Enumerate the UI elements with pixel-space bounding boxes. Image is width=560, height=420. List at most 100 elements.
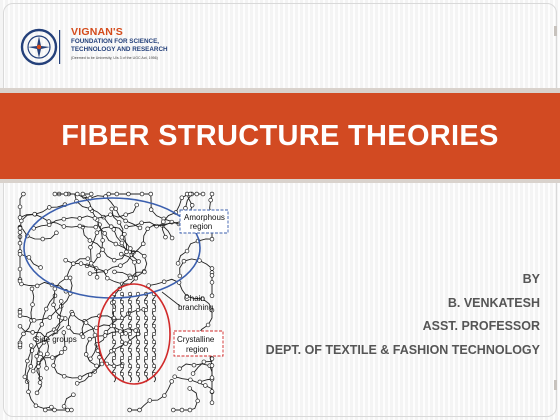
chain-bead [128, 324, 133, 329]
chain-bead [187, 407, 193, 413]
chain-bead [118, 251, 124, 257]
polymer-chain [174, 376, 213, 403]
chain-bead [209, 389, 215, 394]
chain-bead [152, 348, 157, 353]
chain-bead [17, 215, 23, 220]
chain-bead [77, 223, 83, 229]
chain-bead [112, 340, 117, 345]
chain-bead [128, 292, 133, 297]
chain-bead [120, 356, 125, 361]
chain-bead [94, 230, 100, 235]
chain-bead [128, 316, 133, 321]
chain-bead [123, 224, 129, 230]
polymer-chain [179, 363, 213, 392]
chain-bead [77, 375, 83, 380]
chain-bead [34, 353, 39, 359]
chain-bead [209, 236, 215, 242]
chain-bead [142, 269, 147, 275]
chain-bead [58, 299, 64, 304]
polymer-chain [19, 325, 49, 383]
chain-bead [136, 372, 141, 377]
chain-bead [112, 300, 117, 305]
chain-bead [179, 195, 185, 200]
chain-bead [128, 340, 133, 345]
crystalline-chain [136, 291, 140, 383]
amorphous-ellipse [23, 197, 201, 299]
chain-bead [118, 263, 123, 268]
chain-bead [169, 235, 175, 241]
chain-bead [32, 211, 37, 217]
chain-bead [152, 300, 157, 305]
chain-bead [69, 407, 74, 413]
crystalline-chains [112, 291, 157, 383]
chain-bead [128, 348, 133, 353]
chain-bead [83, 352, 89, 357]
chain-bead [17, 266, 23, 272]
chain-bead [209, 363, 215, 368]
chain-bead [209, 400, 215, 405]
polymer-chain [81, 308, 144, 337]
chain-bead [112, 348, 117, 353]
chain-bead [52, 407, 57, 413]
chain-bead [30, 302, 35, 307]
side-groups-pointer [51, 325, 65, 337]
crystalline-chain [152, 291, 156, 383]
amorphous-label-line-2: region [190, 222, 212, 231]
chain-bead [30, 368, 36, 374]
chain-bead [17, 226, 23, 231]
chain-bead [31, 318, 37, 323]
chain-bead [128, 372, 133, 377]
chain-bead [22, 374, 28, 380]
chain-bead [134, 202, 140, 208]
chain-bead [45, 351, 50, 357]
chain-bead [148, 207, 154, 212]
chain-bead [35, 283, 40, 289]
amorphous-label-box [179, 209, 229, 234]
logo-deemed-note: (Deemed to be University, U/s 3 of the U… [71, 56, 158, 60]
chain-bead [21, 331, 26, 337]
chain-bead [85, 256, 91, 261]
chain-bead [43, 336, 49, 341]
polymer-chain [32, 301, 63, 372]
chain-bead [209, 266, 215, 271]
chain-bead [122, 231, 127, 237]
crystalline-label-line-2: region [186, 345, 208, 354]
chain-bead [87, 271, 93, 276]
chain-bead [152, 332, 157, 337]
chain-bead [26, 389, 31, 395]
chain-bead [50, 355, 55, 360]
chain-bead [38, 265, 43, 270]
chain-bead [132, 260, 137, 265]
chain-bead [80, 334, 86, 340]
chain-bead [112, 269, 117, 275]
chain-bead [200, 191, 206, 197]
chain-bead [144, 332, 149, 337]
chain-bead [145, 226, 150, 232]
crystalline-label-box [173, 330, 224, 357]
chain-bead [102, 231, 107, 236]
chain-bead [17, 278, 23, 284]
chain-bead [112, 364, 117, 369]
chain-bead [144, 348, 149, 353]
chain-bead [77, 216, 82, 221]
chain-bead [200, 296, 205, 302]
chain-label-line-1: Chain [184, 294, 205, 303]
chain-bead [209, 280, 215, 285]
chain-bead [120, 292, 125, 297]
chain-bead [46, 219, 52, 224]
chain-bead [63, 191, 69, 197]
chain-bead [141, 241, 146, 247]
polymer-chain [67, 311, 126, 335]
chain-bead [133, 275, 139, 281]
chain-bead [93, 224, 98, 230]
chain-bead [51, 302, 56, 308]
chain-bead [88, 261, 94, 266]
chain-bead [17, 204, 23, 210]
chain-bead [47, 315, 53, 320]
chain-bead [88, 191, 94, 197]
chain-bead [144, 356, 149, 361]
chain-bead [128, 308, 133, 313]
chain-bead [109, 206, 114, 212]
chain-bead [209, 293, 215, 299]
